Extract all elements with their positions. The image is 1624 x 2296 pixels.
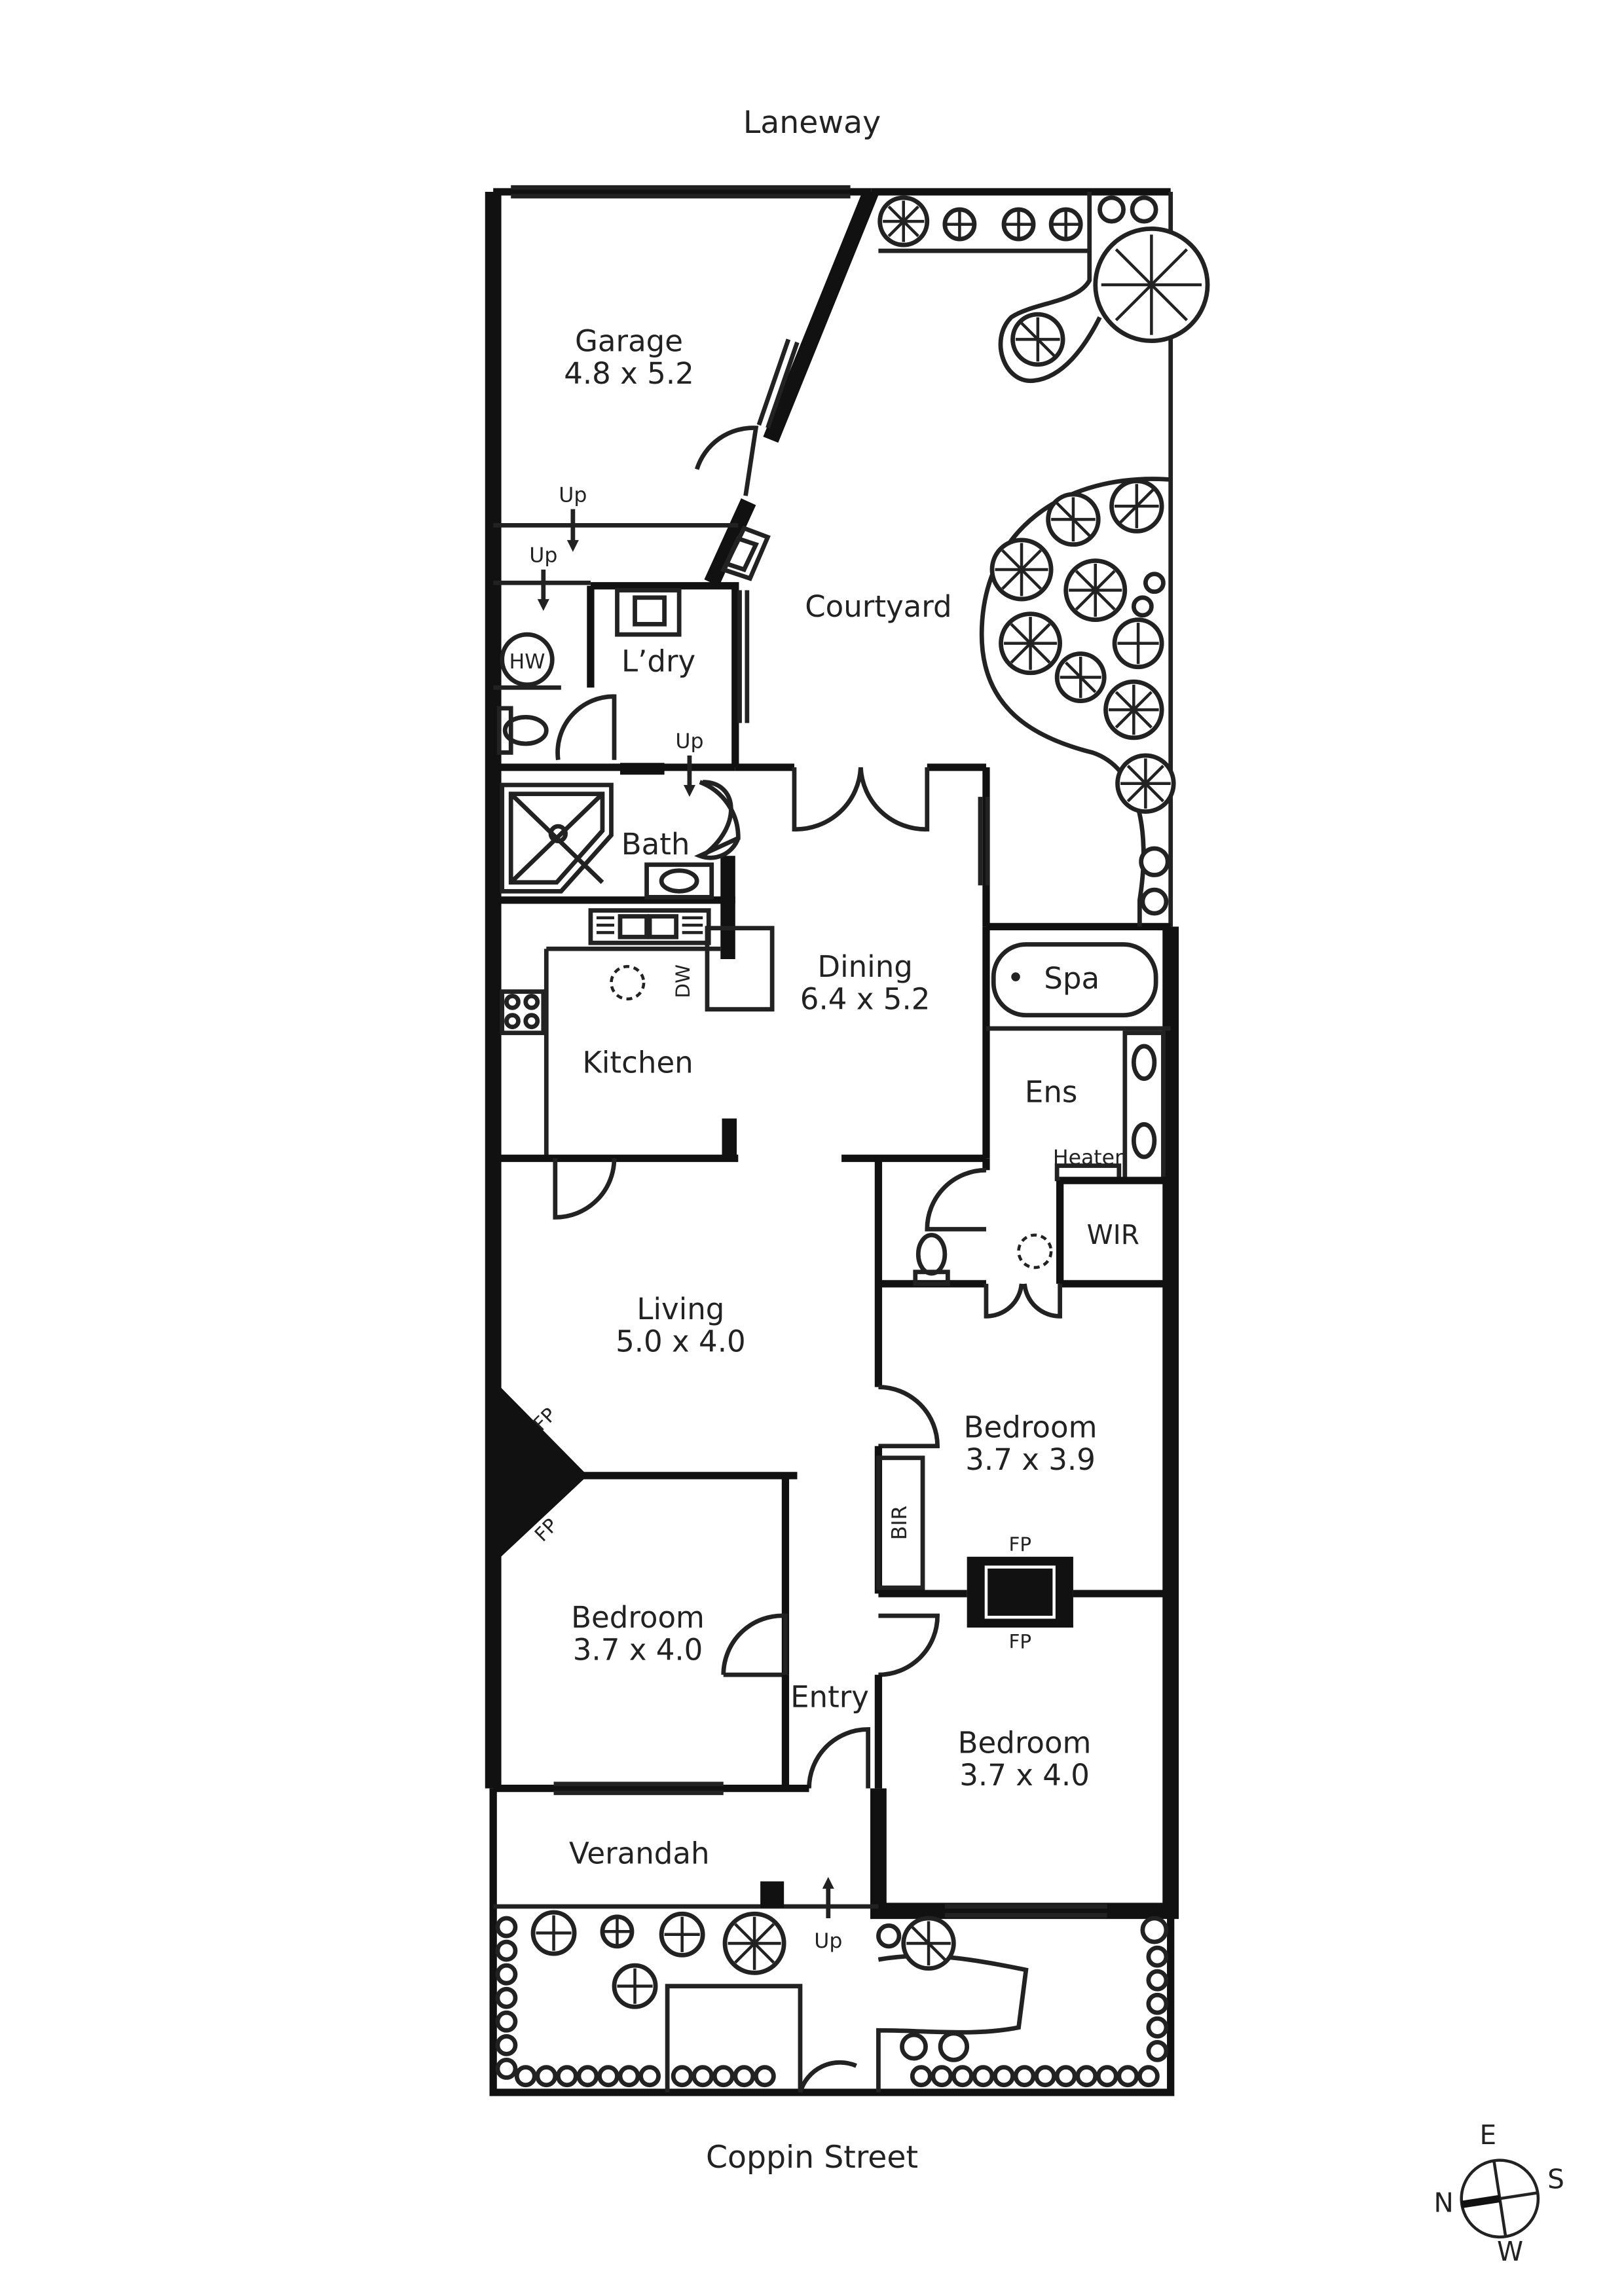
compass-e: E [1479, 2119, 1496, 2151]
compass-n: N [1433, 2187, 1453, 2219]
fireplace-living [493, 1379, 588, 1565]
dining-french-doors [735, 763, 990, 886]
hot-water-label: HW [509, 650, 545, 674]
compass: E S N W [1433, 2119, 1564, 2267]
verandah-name: Verandah [569, 1836, 710, 1871]
bath-walls [493, 856, 735, 960]
stairs-up-garage: Up [559, 483, 587, 552]
room-labels: Garage 4.8 x 5.2 Courtyard L’dry Bath Di… [564, 323, 1139, 1870]
outer-walls [485, 188, 1179, 2096]
stairs-up-bath: Up [675, 730, 703, 797]
ensuite-vanity [1122, 1030, 1166, 1183]
compass-w: W [1497, 2236, 1523, 2267]
laneway-label: Laneway [743, 105, 881, 141]
stairs-up-front: Up [814, 1876, 842, 1953]
courtyard-window-small [720, 525, 771, 581]
bir-label: BIR [888, 1505, 912, 1540]
ensuite-walls [874, 1158, 1171, 1387]
front-hedge-left [495, 1916, 518, 2080]
garage-side-window [756, 338, 800, 429]
front-hedge-bottom-left [514, 2065, 776, 2088]
garage-toilet [502, 714, 549, 746]
courtyard-plants [877, 195, 1210, 916]
spa [991, 942, 1158, 1018]
bath-name: Bath [621, 827, 690, 862]
cooktop [500, 989, 546, 1036]
heater-label: Heater [1053, 1146, 1123, 1169]
bedroom-rear-name: Bedroom [964, 1410, 1098, 1444]
garage-side-door [694, 426, 759, 496]
ensuite-double-doors [984, 1283, 1063, 1319]
bedroom-left-name: Bedroom [571, 1600, 705, 1635]
fireplace-rear-label: FP [1009, 1533, 1032, 1556]
bedroom-rear-walls [874, 1385, 1171, 1597]
living-size: 5.0 x 4.0 [616, 1324, 746, 1359]
kitchen-name: Kitchen [582, 1046, 693, 1080]
svg-text:Up: Up [529, 544, 557, 568]
courtyard-name: Courtyard [805, 589, 951, 624]
spa-name: Spa [1044, 961, 1099, 996]
ensuite-toilet [913, 1233, 950, 1286]
laundry-walls [493, 582, 750, 775]
kitchen-living-wall [493, 926, 990, 1220]
entry-name: Entry [790, 1680, 869, 1715]
bedroom-rear-size: 3.7 x 3.9 [965, 1442, 1096, 1477]
front-garden-plants [530, 1910, 1169, 2062]
bedroom-front-size: 3.7 x 4.0 [959, 1758, 1090, 1793]
fireplace-front-label: FP [1009, 1631, 1032, 1653]
front-hedge-bottom-right [910, 2065, 1160, 2088]
hot-water-unit [500, 632, 555, 687]
bath-door [694, 780, 741, 860]
garage-size: 4.8 x 5.2 [564, 356, 694, 391]
garage-toilet-cistern [496, 706, 513, 755]
living-name: Living [637, 1292, 724, 1326]
stairs-up-garage-lower: Up [529, 544, 557, 611]
svg-text:Up: Up [814, 1929, 842, 1953]
fireplace-bedrooms [967, 1556, 1073, 1628]
entry-doors [721, 1613, 940, 1789]
kitchen-bench [544, 926, 775, 1156]
wir-name: WIR [1087, 1219, 1139, 1250]
verandah-walls [493, 1781, 1107, 1918]
bedroom-front-name: Bedroom [958, 1726, 1092, 1760]
dining-size: 6.4 x 5.2 [800, 982, 931, 1017]
svg-text:Up: Up [559, 483, 587, 507]
front-hedge-right [1146, 1945, 1169, 2062]
ensuite-light [1017, 1233, 1053, 1269]
ensuite-name: Ens [1025, 1075, 1078, 1110]
dishwasher-label: DW [672, 964, 694, 998]
shower [500, 782, 614, 894]
svg-text:Up: Up [675, 730, 703, 754]
garage-name: Garage [575, 323, 683, 358]
coppin-street-label: Coppin Street [706, 2140, 918, 2176]
bath-vanity [644, 862, 714, 900]
compass-s: S [1547, 2163, 1564, 2195]
kitchen-light [610, 965, 646, 1001]
laundry-trough [615, 588, 682, 637]
laundry-door [555, 694, 617, 761]
courtyard-top-bed [998, 192, 1102, 383]
laundry-name: L’dry [621, 644, 695, 679]
bedroom-left-size: 3.7 x 4.0 [573, 1633, 703, 1667]
dining-name: Dining [817, 949, 912, 984]
kitchen-sink [588, 908, 711, 945]
